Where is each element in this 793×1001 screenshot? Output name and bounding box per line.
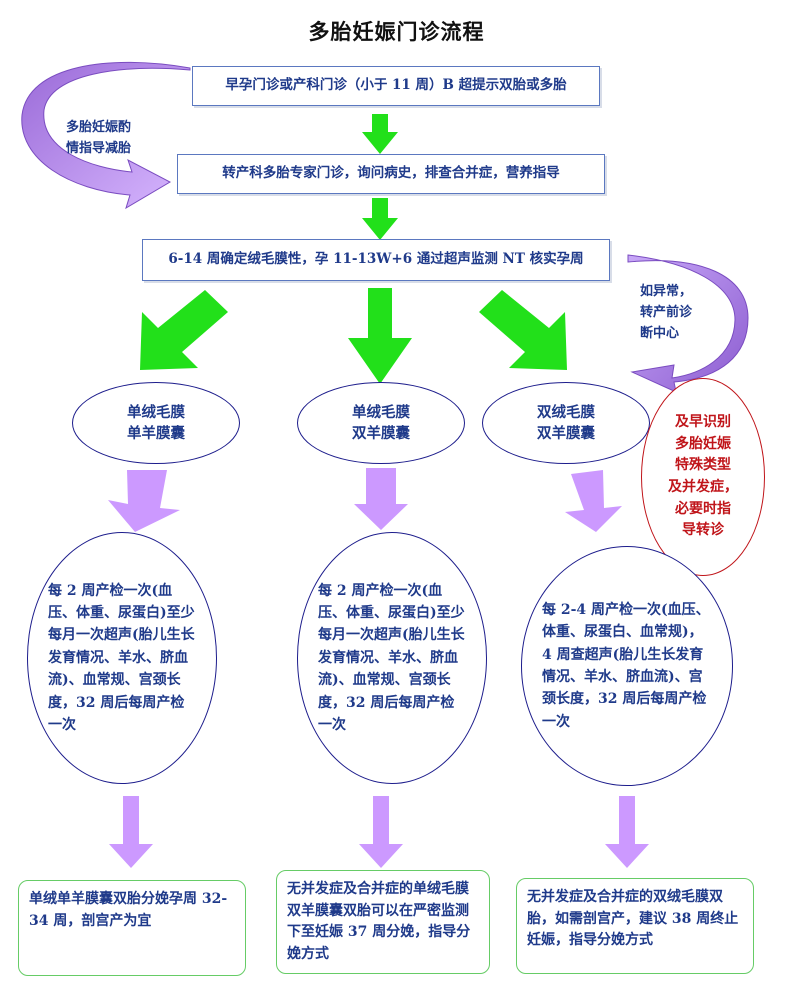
green-arrow-1: [362, 114, 398, 154]
outcome-mcda: 无并发症及合并症的单绒毛膜双羊膜囊双胎可以在严密监测下至妊娠 37 周分娩，指导…: [276, 870, 490, 974]
purple-arrow-2: [354, 468, 408, 530]
green-arrow-center: [348, 288, 412, 384]
step-chorionicity: 6-14 周确定绒毛膜性，孕 11-13W+6 通过超声监测 NT 核实孕周: [142, 239, 610, 281]
step-early-detection: 早孕门诊或产科门诊（小于 11 周）B 超提示双胎或多胎: [192, 66, 600, 106]
purple-arrow-5: [359, 796, 403, 868]
checkup-dcda: 每 2-4 周产检一次(血压、体重、尿蛋白、血常规)，4 周查超声(胎儿生长发育…: [521, 546, 733, 786]
note-reduction: 多胎妊娠酌 情指导减胎: [66, 120, 132, 156]
checkup-mcda: 每 2 周产检一次(血压、体重、尿蛋白)至少每月一次超声(胎儿生长发育情况、羊水…: [297, 532, 487, 784]
checkup-mcma: 每 2 周产检一次(血压、体重、尿蛋白)至少每月一次超声(胎儿生长发育情况、羊水…: [27, 532, 217, 784]
purple-arrow-3: [565, 470, 622, 532]
page-title: 多胎妊娠门诊流程: [308, 19, 485, 44]
purple-arrow-6: [605, 796, 649, 868]
green-arrow-right: [479, 290, 567, 370]
type-mcma: 单绒毛膜 单羊膜囊: [72, 382, 240, 464]
type-dcda: 双绒毛膜 双羊膜囊: [482, 382, 650, 464]
green-arrow-left: [140, 290, 228, 370]
checkup-mcma-text: 每 2 周产检一次(血压、体重、尿蛋白)至少每月一次超声(胎儿生长发育情况、羊水…: [48, 582, 195, 733]
step-specialist-clinic: 转产科多胎专家门诊，询问病史，排查合并症，营养指导: [177, 154, 605, 194]
purple-arrow-1: [108, 470, 180, 532]
outcome-mcma: 单绒单羊膜囊双胎分娩孕周 32-34 周，剖宫产为宜: [18, 880, 246, 976]
curved-arrow-right: [627, 254, 749, 393]
note-prenatal-center: 如异常， 转产前诊 断中心: [640, 284, 693, 341]
warning-special-types: 及早识别 多胎妊娠 特殊类型 及并发症， 必要时指 导转诊: [641, 378, 765, 576]
curved-arrow-left: [21, 61, 191, 210]
outcome-dcda: 无并发症及合并症的双绒毛膜双胎，如需剖宫产，建议 38 周终止妊娠，指导分娩方式: [516, 878, 754, 974]
green-arrow-2: [362, 198, 398, 240]
checkup-mcda-text: 每 2 周产检一次(血压、体重、尿蛋白)至少每月一次超声(胎儿生长发育情况、羊水…: [318, 582, 465, 733]
purple-arrow-4: [109, 796, 153, 868]
type-mcda: 单绒毛膜 双羊膜囊: [297, 382, 465, 464]
checkup-dcda-text: 每 2-4 周产检一次(血压、体重、尿蛋白、血常规)，4 周查超声(胎儿生长发育…: [542, 601, 710, 730]
